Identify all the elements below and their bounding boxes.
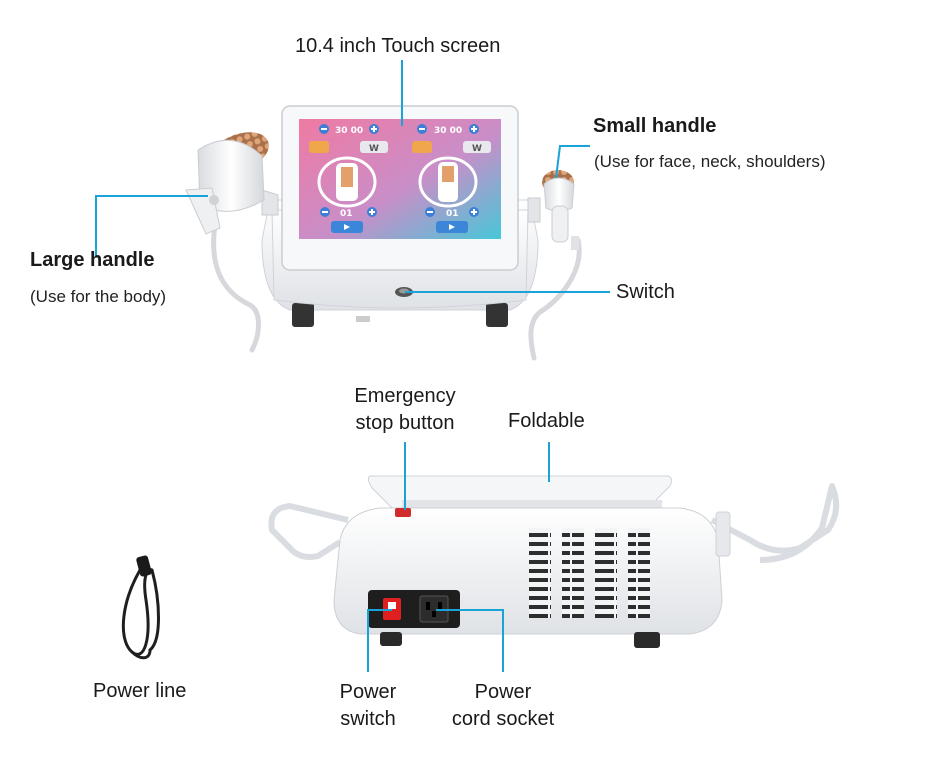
- small-handle: [527, 170, 579, 250]
- power-switch-label: Power switch: [318, 679, 418, 733]
- power-panel: [368, 590, 460, 628]
- emergency-stop-label: Emergency stop button: [340, 383, 470, 437]
- touch-screen: 30 00 W 01 30 00 W 01: [281, 105, 519, 271]
- small-handle-desc: (Use for face, neck, shoulders): [594, 152, 826, 171]
- power-socket-label: Power cord socket: [433, 679, 573, 733]
- power-cable: [121, 560, 160, 660]
- callout-lines: [95, 60, 610, 672]
- right-w-button-text: W: [472, 144, 482, 154]
- handle-cables: [211, 222, 582, 361]
- left-level-text: 01: [340, 209, 353, 219]
- emergency-stop-label-line1: Emergency: [354, 385, 456, 407]
- right-timer-text: 30 00: [434, 126, 462, 136]
- large-handle-title: Large handle: [30, 249, 155, 271]
- switch-label: Switch: [616, 281, 675, 303]
- emergency-stop-button: [395, 508, 411, 517]
- touch-screen-label: 10.4 inch Touch screen: [295, 35, 501, 57]
- small-handle-title: Small handle: [593, 115, 717, 137]
- left-w-button-text: W: [369, 144, 379, 154]
- power-socket-label-line1: Power: [474, 681, 532, 703]
- right-level-text: 01: [446, 209, 459, 219]
- left-timer-text: 30 00: [335, 126, 363, 136]
- power-switch-label-line2: switch: [340, 708, 396, 730]
- switch-knob: [395, 287, 413, 297]
- large-handle: [185, 132, 279, 235]
- power-switch-label-line1: Power: [339, 681, 397, 703]
- vent-grille: [529, 528, 650, 618]
- foldable-label: Foldable: [508, 410, 585, 432]
- large-handle-desc: (Use for the body): [30, 287, 167, 306]
- power-plug: [136, 555, 152, 577]
- power-socket-label-line2: cord socket: [451, 708, 555, 730]
- handle-holders: [268, 483, 840, 563]
- power-line-label: Power line: [93, 680, 187, 702]
- emergency-stop-label-line2: stop button: [355, 412, 455, 434]
